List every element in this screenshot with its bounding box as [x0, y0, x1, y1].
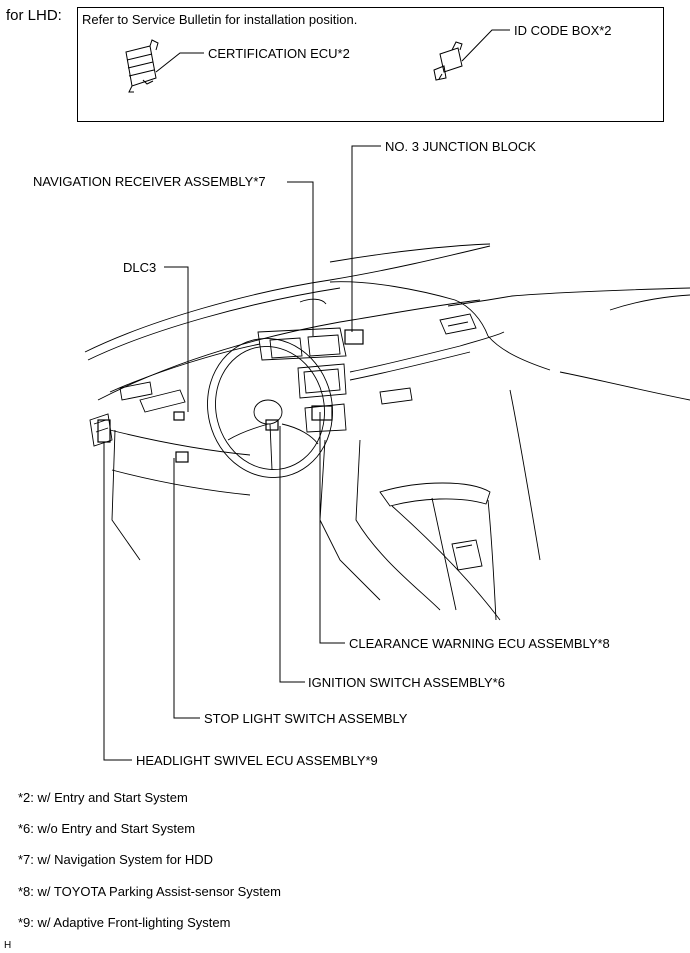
navigation-receiver-label: NAVIGATION RECEIVER ASSEMBLY*7 — [33, 174, 266, 189]
junction-block-label: NO. 3 JUNCTION BLOCK — [385, 139, 536, 154]
footnote-6: *6: w/o Entry and Start System — [18, 821, 196, 836]
ignition-switch-label: IGNITION SWITCH ASSEMBLY*6 — [308, 675, 505, 690]
for-lhd-label: for LHD: — [6, 7, 62, 24]
dashboard-lines — [84, 243, 690, 621]
footnote-8: *8: w/ TOYOTA Parking Assist-sensor Syst… — [18, 884, 281, 899]
clearance-warning-ecu-label: CLEARANCE WARNING ECU ASSEMBLY*8 — [349, 636, 610, 651]
id-code-box-label: ID CODE BOX*2 — [514, 23, 612, 38]
dlc3-label: DLC3 — [123, 260, 157, 275]
certification-ecu-label: CERTIFICATION ECU*2 — [208, 46, 350, 61]
stop-light-switch-label: STOP LIGHT SWITCH ASSEMBLY — [204, 711, 408, 726]
highlighted-components — [97, 329, 364, 463]
id-code-box-icon — [433, 41, 463, 81]
footnote-9: *9: w/ Adaptive Front-lighting System — [18, 915, 231, 930]
footnote-7: *7: w/ Navigation System for HDD — [18, 852, 214, 867]
leader-lines — [103, 145, 381, 761]
certification-ecu-icon — [125, 39, 159, 93]
footnote-2: *2: w/ Entry and Start System — [18, 790, 188, 805]
headlight-swivel-ecu-label: HEADLIGHT SWIVEL ECU ASSEMBLY*9 — [136, 753, 378, 768]
inset-box — [77, 7, 664, 122]
corner-mark: H — [4, 940, 12, 951]
service-bulletin-note: Refer to Service Bulletin for installati… — [82, 12, 358, 27]
